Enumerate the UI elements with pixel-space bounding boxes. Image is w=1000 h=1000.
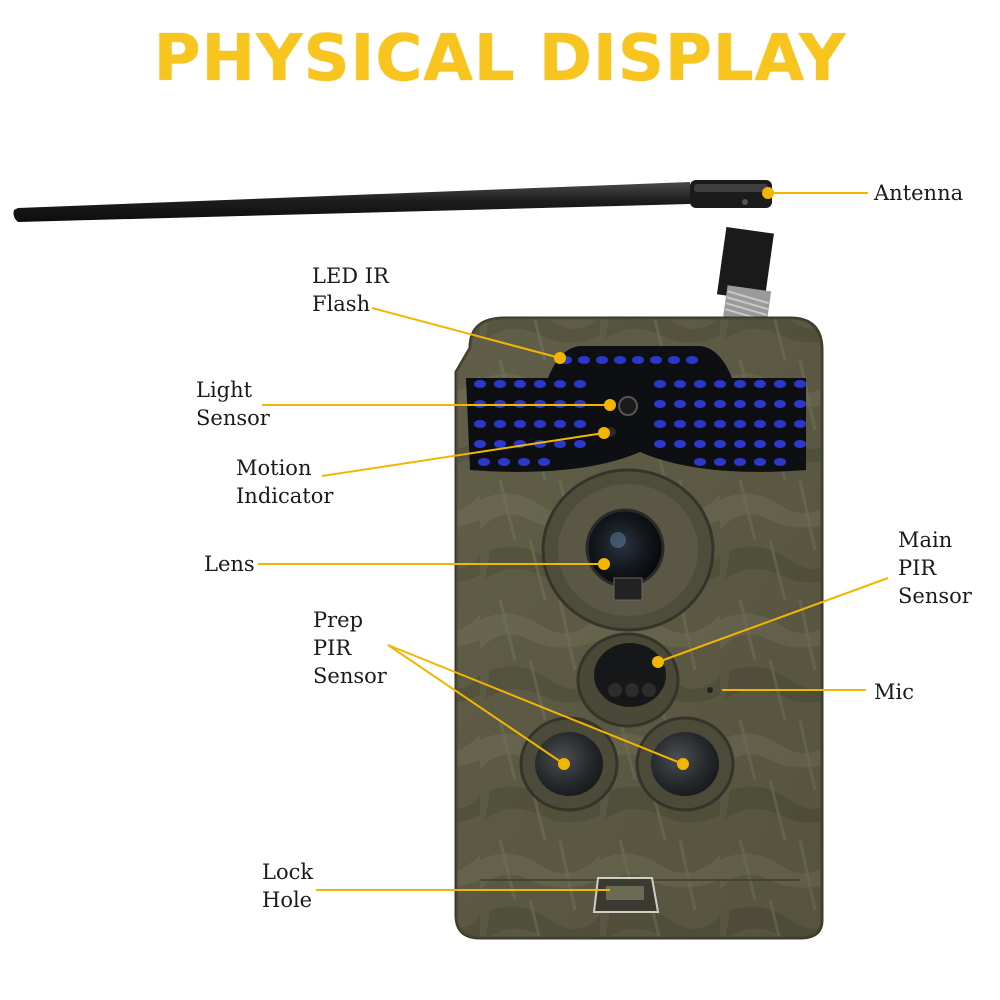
ir-led — [734, 380, 746, 388]
ir-led — [538, 458, 550, 466]
ir-led — [714, 400, 726, 408]
ir-led — [498, 458, 510, 466]
ir-led — [654, 380, 666, 388]
ir-led — [514, 420, 526, 428]
ir-led — [694, 380, 706, 388]
ir-led — [794, 400, 806, 408]
ir-led — [714, 440, 726, 448]
ir-led — [754, 440, 766, 448]
ir-led — [514, 380, 526, 388]
ir-led — [774, 400, 786, 408]
ir-led — [734, 400, 746, 408]
ir-led — [734, 420, 746, 428]
ir-led — [494, 420, 506, 428]
ir-led — [554, 420, 566, 428]
ir-led — [494, 380, 506, 388]
label-text: Main — [898, 528, 953, 552]
label-lock-hole: Lock Hole — [262, 858, 313, 914]
ir-led — [554, 440, 566, 448]
main-pir-housing — [576, 632, 713, 728]
label-text: Mic — [874, 680, 914, 704]
ir-led — [478, 458, 490, 466]
ir-led — [794, 380, 806, 388]
label-lens: Lens — [204, 550, 255, 578]
antenna-part — [13, 180, 774, 328]
ir-led — [754, 458, 766, 466]
ir-led — [694, 458, 706, 466]
label-light-sensor: Light Sensor — [196, 376, 270, 432]
ir-led — [774, 420, 786, 428]
label-text: Prep — [313, 608, 364, 632]
ir-led — [668, 356, 680, 364]
ir-led — [474, 420, 486, 428]
ir-led — [754, 400, 766, 408]
ir-led — [794, 420, 806, 428]
label-text: Hole — [262, 888, 313, 912]
label-prep-pir-sensor: Prep PIR Sensor — [313, 606, 387, 690]
label-text: PIR — [898, 556, 937, 580]
leader-dots — [554, 187, 774, 770]
ir-led — [734, 440, 746, 448]
lock-hole-part — [592, 877, 660, 913]
ir-led — [714, 380, 726, 388]
label-text: LED IR — [312, 264, 389, 288]
ir-led — [694, 400, 706, 408]
ir-led — [654, 420, 666, 428]
ir-led — [774, 458, 786, 466]
label-antenna: Antenna — [874, 179, 963, 207]
ir-led — [578, 356, 590, 364]
ir-led — [734, 458, 746, 466]
ir-led — [754, 420, 766, 428]
ir-led — [474, 440, 486, 448]
label-text: Sensor — [196, 406, 270, 430]
ir-led — [574, 420, 586, 428]
label-text: Sensor — [898, 584, 972, 608]
label-text: Antenna — [874, 181, 964, 205]
ir-led — [694, 440, 706, 448]
label-mic: Mic — [874, 678, 914, 706]
label-text: Flash — [312, 292, 371, 316]
ir-led — [654, 400, 666, 408]
ir-led — [674, 420, 686, 428]
ir-led — [694, 420, 706, 428]
ir-led — [714, 420, 726, 428]
ir-led — [632, 356, 644, 364]
ir-led — [714, 458, 726, 466]
ir-led — [654, 440, 666, 448]
ir-led — [754, 380, 766, 388]
ir-led — [794, 440, 806, 448]
label-text: Sensor — [313, 664, 387, 688]
ir-led — [518, 458, 530, 466]
ir-led — [574, 380, 586, 388]
ir-led — [650, 356, 662, 364]
ir-led — [534, 380, 546, 388]
leader-lines — [258, 192, 889, 891]
ir-led — [674, 440, 686, 448]
label-led-ir-flash: LED IR Flash — [312, 262, 389, 318]
label-text: Lock — [262, 860, 314, 884]
ir-led — [614, 356, 626, 364]
ir-led — [534, 420, 546, 428]
ir-led — [596, 356, 608, 364]
label-motion-indicator: Motion Indicator — [236, 454, 333, 510]
lens-housing — [541, 468, 715, 632]
label-text: Light — [196, 378, 253, 402]
ir-led — [774, 380, 786, 388]
ir-led — [554, 380, 566, 388]
ir-led — [494, 440, 506, 448]
ir-led — [674, 400, 686, 408]
ir-led — [474, 380, 486, 388]
page-title: PHYSICAL DISPLAY — [153, 22, 847, 96]
label-text: Indicator — [236, 484, 334, 508]
label-text: PIR — [313, 636, 352, 660]
ir-led — [574, 440, 586, 448]
label-text: Motion — [236, 456, 312, 480]
ir-led — [774, 440, 786, 448]
ir-led — [674, 380, 686, 388]
label-main-pir-sensor: Main PIR Sensor — [898, 526, 972, 610]
label-text: Lens — [204, 552, 255, 576]
ir-led — [686, 356, 698, 364]
